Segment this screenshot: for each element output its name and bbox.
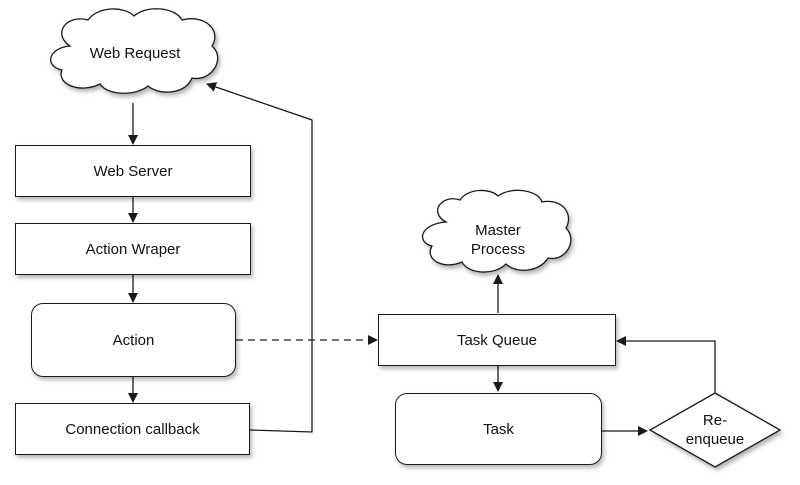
edge-reenqueue-to-taskqueue xyxy=(616,336,716,393)
master-process-cloud-shape xyxy=(421,189,572,273)
web-server-box: Web Server xyxy=(15,145,251,197)
reenqueue-decision-shape xyxy=(648,392,782,468)
task-box: Task xyxy=(395,393,602,465)
master-process-label-line2: Process xyxy=(470,241,526,258)
master-process-label-line1: Master xyxy=(475,222,521,239)
task-queue-box: Task Queue xyxy=(378,314,616,366)
web-request-label: Web Request xyxy=(89,44,181,62)
connection-callback-box: Connection callback xyxy=(15,403,250,455)
action-wrapper-box: Action Wraper xyxy=(15,223,251,275)
master-process-label: Master Process xyxy=(438,220,558,260)
reenqueue-label: Re- enqueue xyxy=(665,410,765,450)
edge-callback-to-request xyxy=(206,82,313,433)
reenqueue-label-line1: Re- xyxy=(702,412,728,429)
reenqueue-label-line2: enqueue xyxy=(685,431,745,448)
web-request-cloud-shape xyxy=(50,8,219,94)
action-box: Action xyxy=(31,303,236,377)
